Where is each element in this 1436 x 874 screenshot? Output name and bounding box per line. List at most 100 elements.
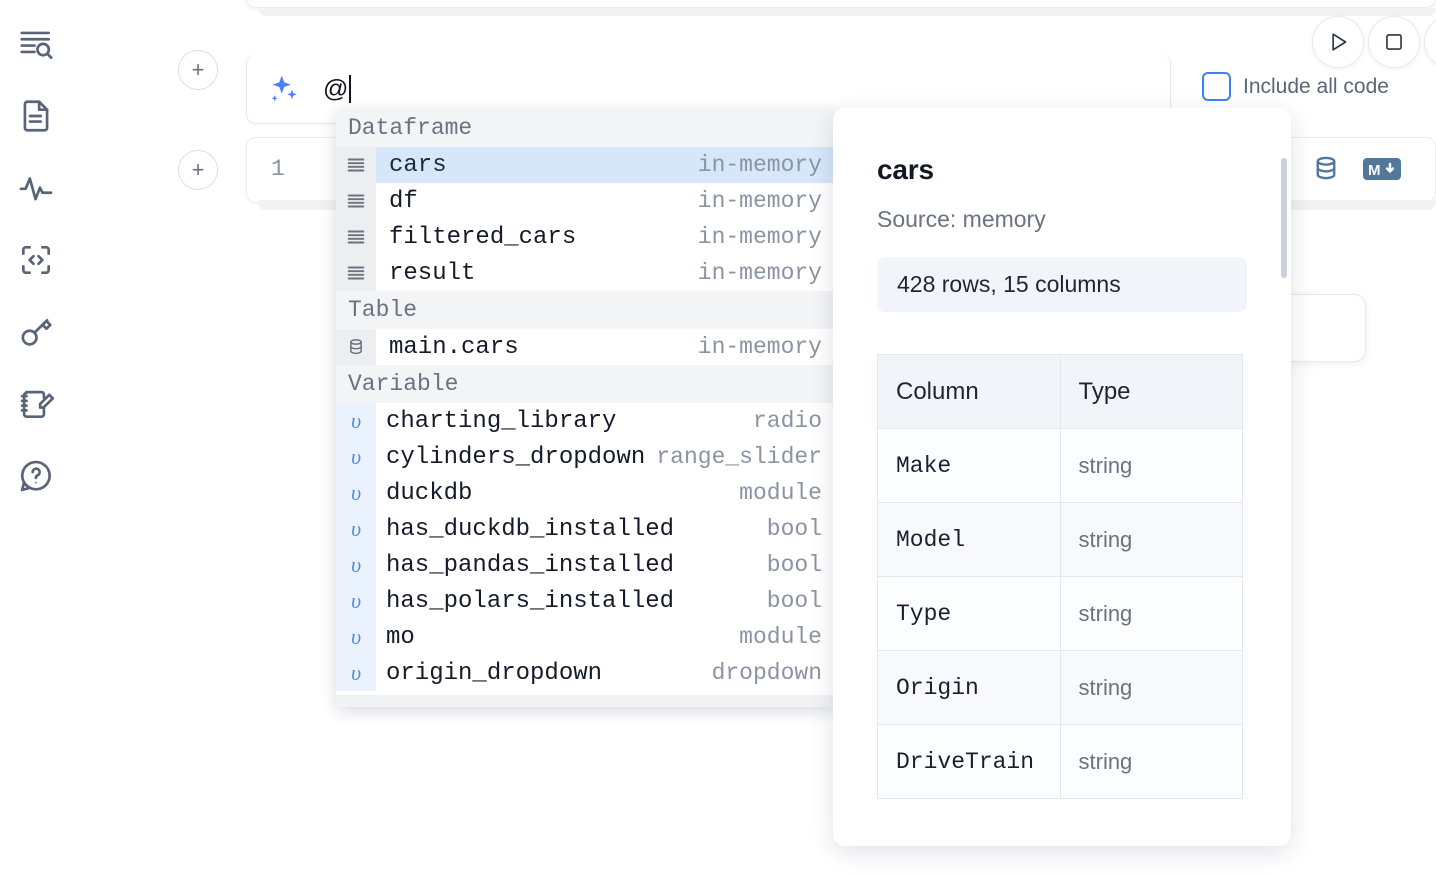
autocomplete-group-header: Dataframe (336, 109, 836, 147)
autocomplete-item-meta: radio (752, 408, 822, 434)
variable-icon: υ (336, 511, 376, 547)
autocomplete-item[interactable]: main.cars in-memory (336, 329, 836, 365)
key-icon[interactable] (10, 306, 62, 358)
dataframe-icon (336, 255, 376, 291)
schema-column-type: string (1059, 576, 1243, 651)
autocomplete-item[interactable]: υ has_duckdb_installed bool (336, 511, 836, 547)
svg-text:M: M (1368, 162, 1381, 179)
variable-icon: υ (336, 547, 376, 583)
autocomplete-item[interactable]: df in-memory (336, 183, 836, 219)
autocomplete-item[interactable]: υ has_pandas_installed bool (336, 547, 836, 583)
autocomplete-item-meta: in-memory (697, 260, 822, 286)
scratchpad-icon[interactable] (10, 378, 62, 430)
autocomplete-group-header: Table (336, 291, 836, 329)
autocomplete-item-meta: module (739, 480, 822, 506)
variable-icon: υ (336, 475, 376, 511)
autocomplete-item-name: duckdb (386, 479, 473, 507)
schema-column-name: DriveTrain (877, 724, 1061, 799)
include-all-code-row[interactable]: Include all code (1202, 72, 1389, 101)
schema-column-name: Type (877, 576, 1061, 651)
add-cell-button-top[interactable]: + (178, 50, 218, 90)
autocomplete-bottom-fade (336, 695, 836, 707)
autocomplete-item[interactable]: filtered_cars in-memory (336, 219, 836, 255)
autocomplete-item-name: has_pandas_installed (386, 551, 675, 579)
autocomplete-item-meta: in-memory (697, 188, 822, 214)
autocomplete-item[interactable]: result in-memory (336, 255, 836, 291)
autocomplete-item-name: has_duckdb_installed (386, 515, 675, 543)
previous-cell-edge (246, 0, 1436, 8)
dataframe-icon (336, 219, 376, 255)
autocomplete-item[interactable]: cars in-memory (336, 147, 836, 183)
previous-cell-shadow (258, 8, 1436, 16)
more-button[interactable] (1424, 16, 1436, 68)
explore-icon[interactable] (10, 18, 62, 70)
schema-type-header: Type (1059, 354, 1243, 429)
variable-icon: υ (336, 619, 376, 655)
autocomplete-item-name: df (389, 187, 418, 215)
include-all-code-checkbox[interactable] (1202, 72, 1231, 101)
autocomplete-item-meta: bool (766, 552, 822, 578)
schema-column-type: string (1059, 502, 1243, 577)
database-icon (336, 329, 376, 365)
dataframe-preview-popover: cars Source: memory 428 rows, 15 columns… (833, 108, 1291, 846)
variable-icon: υ (336, 403, 376, 439)
autocomplete-item-meta: bool (766, 516, 822, 542)
database-icon[interactable] (1311, 154, 1341, 189)
variable-icon: υ (336, 583, 376, 619)
schema-table-header-row: Column Type (877, 354, 1243, 429)
markdown-icon[interactable]: M (1363, 156, 1401, 187)
schema-column-type: string (1059, 650, 1243, 725)
schema-column-name: Make (877, 428, 1061, 503)
include-all-code-label: Include all code (1243, 74, 1389, 98)
autocomplete-item-name: filtered_cars (389, 223, 577, 251)
autocomplete-item-name: cylinders_dropdown (386, 443, 646, 471)
autocomplete-item-meta: dropdown (711, 660, 822, 686)
popover-scrollbar[interactable] (1281, 158, 1287, 278)
autocomplete-group-header: Variable (336, 365, 836, 403)
file-text-icon[interactable] (10, 90, 62, 142)
help-chat-icon[interactable] (10, 450, 62, 502)
cell-icon-group: M (1311, 154, 1401, 189)
ai-prompt-input[interactable]: @ (323, 72, 1170, 106)
autocomplete-item-name: cars (389, 151, 447, 179)
stop-button[interactable] (1368, 16, 1420, 68)
autocomplete-item-name: origin_dropdown (386, 659, 603, 687)
autocomplete-item[interactable]: υ origin_dropdown dropdown (336, 655, 836, 691)
autocomplete-item-name: mo (386, 623, 415, 651)
variable-icon: υ (336, 655, 376, 691)
variable-icon: υ (336, 439, 376, 475)
autocomplete-item[interactable]: υ charting_library radio (336, 403, 836, 439)
schema-col-header: Column (877, 354, 1061, 429)
autocomplete-item-name: has_polars_installed (386, 587, 675, 615)
code-block-icon[interactable] (10, 234, 62, 286)
autocomplete-item-meta: in-memory (697, 224, 822, 250)
schema-column-name: Model (877, 502, 1061, 577)
dataframe-icon (336, 147, 376, 183)
autocomplete-item-name: charting_library (386, 407, 617, 435)
text-caret (349, 75, 352, 103)
autocomplete-item-name: result (389, 259, 476, 287)
schema-column-type: string (1059, 428, 1243, 503)
ai-prompt-value: @ (323, 74, 349, 103)
schema-column-type: string (1059, 724, 1243, 799)
autocomplete-item-meta: in-memory (697, 334, 822, 360)
activity-icon[interactable] (10, 162, 62, 214)
add-cell-button-bottom[interactable]: + (178, 150, 218, 190)
run-button[interactable] (1312, 16, 1364, 68)
popover-title: cars (877, 154, 934, 185)
autocomplete-item-meta: in-memory (697, 152, 822, 178)
autocomplete-item-name: main.cars (389, 333, 519, 361)
popover-source: Source: memory (877, 206, 1046, 232)
